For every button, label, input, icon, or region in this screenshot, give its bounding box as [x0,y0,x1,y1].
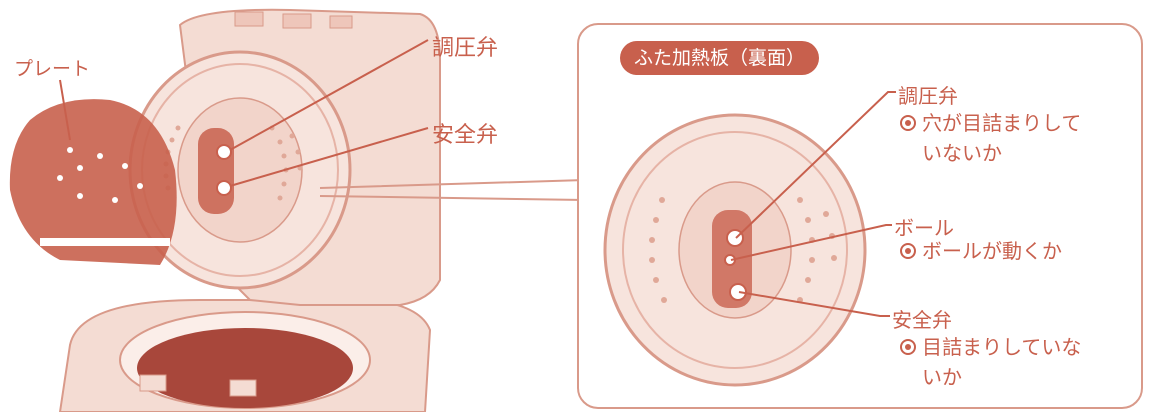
check-text: ボールが動くか [922,239,1062,263]
leader-lines-main [59,39,429,187]
zoomed-heating-plate [603,113,867,387]
removed-plate [9,99,177,265]
check-bullet-icon [900,243,916,259]
regulator-valve-label: 調圧弁 [432,36,499,61]
leader-lines-callout [730,91,896,317]
callout-title: ふた加熱板（裏面） [620,41,820,75]
callout-safety-label: 安全弁 [892,308,952,332]
callout-regulator-check: 穴が目詰まりして いないか [900,108,1081,168]
safety-valve-label: 安全弁 [432,123,499,148]
check-bullet-icon [900,115,916,131]
check-bullet-icon [900,339,916,355]
callout-ball-check: ボールが動くか [900,236,1062,266]
callout-ball-label: ボール [894,216,954,240]
callout-safety-check: 目詰まりしていな いか [900,332,1081,392]
check-text: 穴が目詰まりして [922,111,1082,135]
check-text: 目詰まりしていな [922,335,1082,359]
check-text: いか [922,365,962,389]
plate-label: プレート [14,58,91,80]
inner-pot [137,328,353,408]
zoom-connector [319,179,586,201]
lid-heating-plate [128,50,352,290]
cooker-body [58,299,432,412]
check-text: いないか [922,141,1002,165]
callout-regulator-label: 調圧弁 [898,84,958,108]
